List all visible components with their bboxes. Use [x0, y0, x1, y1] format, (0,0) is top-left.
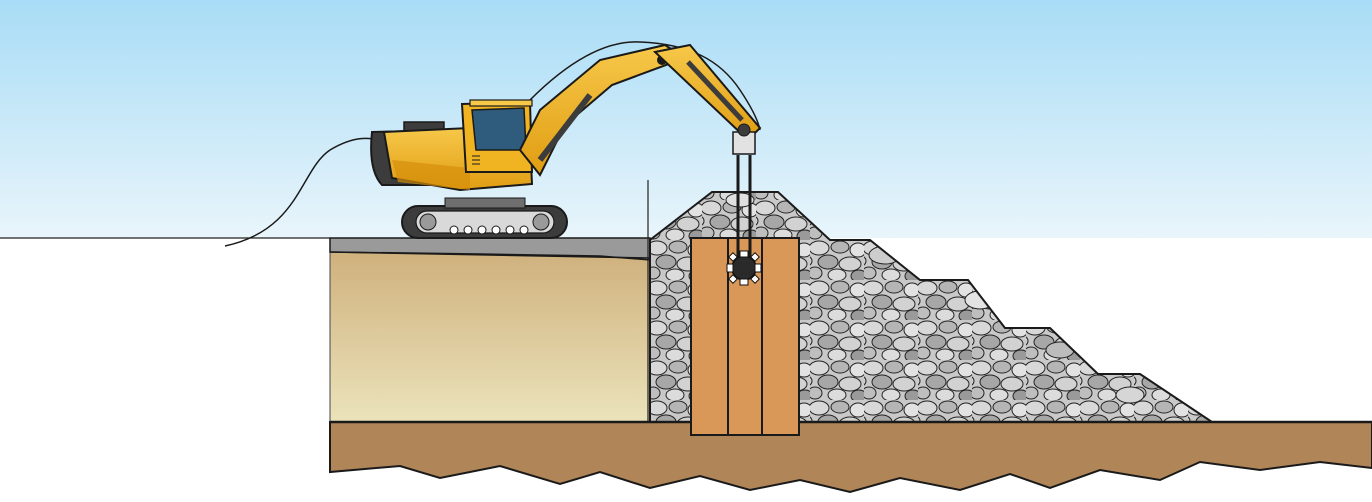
base-soil — [330, 422, 1372, 492]
drill-bit-icon — [727, 251, 761, 285]
soil-fill — [330, 252, 650, 422]
sky — [0, 0, 1372, 238]
